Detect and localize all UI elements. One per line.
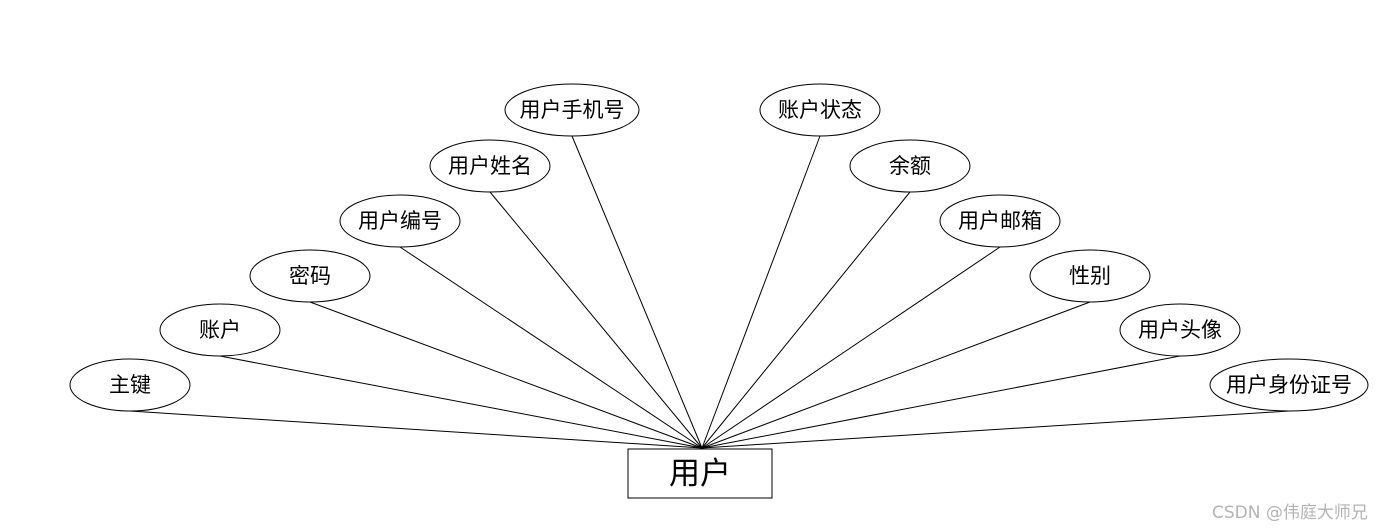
attribute-ellipse	[504, 83, 640, 137]
attribute-account-status: 账户状态	[759, 83, 881, 137]
connector-user-email	[701, 246, 1001, 449]
connector-user-number	[399, 246, 703, 449]
attribute-ellipse	[1119, 303, 1241, 357]
attribute-primary-key: 主键	[69, 358, 191, 412]
attribute-ellipse	[249, 249, 371, 303]
attribute-label: 用户身份证号	[1226, 373, 1352, 397]
attribute-ellipse	[759, 83, 881, 137]
attribute-label: 密码	[289, 264, 331, 288]
attribute-ellipse	[849, 139, 971, 193]
attribute-ellipse	[429, 139, 551, 193]
attribute-password: 密码	[249, 249, 371, 303]
attribute-ellipse	[69, 358, 191, 412]
connector-user-avatar	[701, 355, 1181, 449]
attribute-ellipse	[1029, 249, 1151, 303]
connector-gender	[701, 301, 1091, 449]
watermark-text: CSDN @伟庭大师兄	[1212, 503, 1368, 523]
connector-account-status	[701, 135, 821, 449]
attribute-account: 账户	[159, 303, 281, 357]
attribute-label: 余额	[889, 154, 931, 178]
attribute-user-number: 用户编号	[339, 194, 461, 248]
attribute-user-email: 用户邮箱	[939, 194, 1061, 248]
attribute-ellipse	[939, 194, 1061, 248]
attribute-label: 用户邮箱	[958, 209, 1042, 233]
connector-user-id-number	[701, 410, 1290, 449]
attribute-user-phone: 用户手机号	[504, 83, 640, 137]
connector-user-phone	[571, 135, 703, 449]
attribute-label: 性别	[1069, 264, 1111, 288]
attribute-label: 账户状态	[778, 98, 862, 122]
attribute-label: 用户姓名	[448, 154, 532, 178]
attribute-user-avatar: 用户头像	[1119, 303, 1241, 357]
attribute-ellipse	[159, 303, 281, 357]
attribute-ellipse	[339, 194, 461, 248]
entity-box	[627, 448, 773, 499]
attribute-label: 用户头像	[1138, 318, 1222, 342]
attribute-label: 账户	[199, 318, 241, 342]
attribute-user-name: 用户姓名	[429, 139, 551, 193]
entity-label: 用户	[669, 456, 731, 492]
attribute-balance: 余额	[849, 139, 971, 193]
entity-node: 用户	[627, 448, 773, 499]
attribute-ellipse	[1209, 358, 1369, 412]
connector-lines	[129, 135, 1290, 449]
connector-password	[309, 301, 703, 449]
attribute-label: 主键	[109, 373, 151, 397]
connector-balance	[701, 191, 911, 449]
connector-user-name	[489, 191, 703, 449]
attribute-label: 用户编号	[358, 209, 442, 233]
connector-primary-key	[129, 410, 703, 449]
connector-account	[219, 355, 703, 449]
attribute-nodes: 主键 账户 密码 用户编号 用户姓名 用户手机号 账户状态余额用户邮箱性别用户头像用户身份证…	[69, 83, 1369, 412]
attribute-user-id-number: 用户身份证号	[1209, 358, 1369, 412]
attribute-label: 用户手机号	[520, 98, 625, 122]
attribute-gender: 性别	[1029, 249, 1151, 303]
